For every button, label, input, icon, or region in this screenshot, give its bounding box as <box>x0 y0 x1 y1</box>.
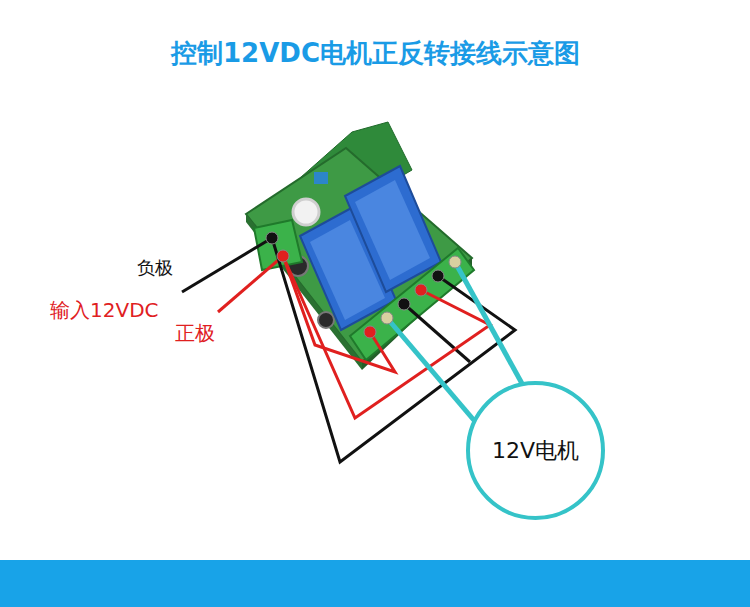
wire <box>283 256 395 372</box>
motor-wire <box>455 262 525 389</box>
screw <box>415 284 427 296</box>
relay-top <box>355 180 430 280</box>
footer-band <box>0 560 750 607</box>
motor-label: 12V电机 <box>492 436 579 466</box>
screw <box>277 250 289 262</box>
title: 控制12VDC电机正反转接线示意图 <box>171 38 580 69</box>
wire <box>182 238 272 292</box>
output-terminal <box>350 248 474 360</box>
wire-label: 输入12VDC <box>50 298 159 322</box>
screw <box>398 298 410 310</box>
potentiometer <box>314 172 328 184</box>
screw <box>266 232 278 244</box>
screw <box>449 256 461 268</box>
wire <box>218 256 283 312</box>
wire <box>283 256 490 418</box>
wire-label: 正极 <box>175 321 215 345</box>
capacitor <box>318 312 334 328</box>
inductor-coil <box>293 199 319 225</box>
screw <box>432 270 444 282</box>
wire-label: 负极 <box>137 257 173 279</box>
motor-wire <box>387 318 478 425</box>
motor-circle: 12V电机 <box>466 381 605 520</box>
screw <box>364 326 376 338</box>
screw <box>381 312 393 324</box>
